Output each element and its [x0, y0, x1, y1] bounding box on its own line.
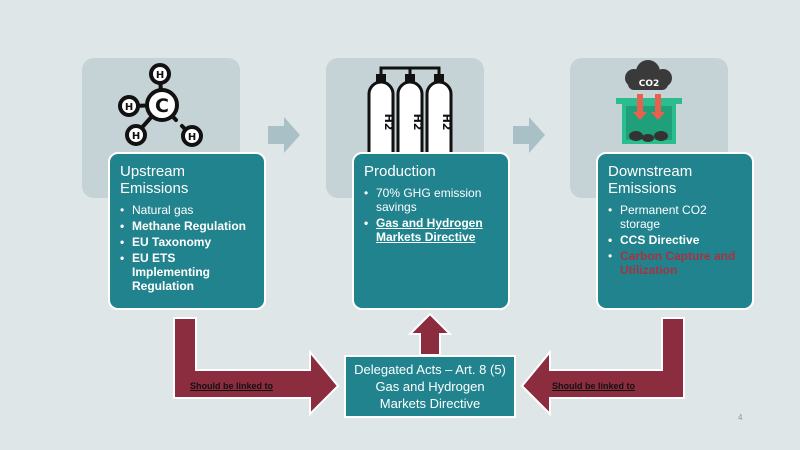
- production-list: 70% GHG emission savings Gas and Hydroge…: [364, 186, 498, 244]
- left-link-arrow: [173, 317, 340, 417]
- production-item-ghg-savings: 70% GHG emission savings: [364, 186, 498, 214]
- upstream-title: Upstream Emissions: [120, 163, 189, 197]
- upstream-item-methane-regulation: Methane Regulation: [120, 219, 254, 233]
- svg-text:H2: H2: [440, 114, 453, 131]
- carbon-storage-icon: CO2: [616, 60, 682, 144]
- svg-text:H: H: [125, 102, 133, 113]
- methane-molecule-icon: C H H H H: [118, 63, 203, 147]
- right-link-label: Should be linked to: [552, 381, 635, 391]
- right-link-arrow: [520, 317, 685, 417]
- delegated-acts-box: Delegated Acts – Art. 8 (5) Gas and Hydr…: [344, 355, 516, 418]
- page-number: 4: [738, 413, 743, 422]
- downstream-item-co2-storage: Permanent CO2 storage: [608, 203, 742, 231]
- svg-text:H2: H2: [382, 114, 395, 131]
- downstream-card: Downstream Emissions Permanent CO2 stora…: [596, 152, 754, 310]
- downstream-item-ccu: Carbon Capture and Utilization: [608, 249, 742, 277]
- production-card: Production 70% GHG emission savings Gas …: [352, 152, 510, 310]
- svg-text:CO2: CO2: [639, 79, 660, 89]
- downstream-title: Downstream Emissions: [608, 163, 693, 197]
- downstream-item-ccs-directive: CCS Directive: [608, 233, 742, 247]
- svg-text:H: H: [156, 70, 164, 81]
- production-title: Production: [364, 163, 436, 180]
- upstream-item-natural-gas: Natural gas: [120, 203, 254, 217]
- upstream-item-eu-taxonomy: EU Taxonomy: [120, 235, 254, 249]
- downstream-list: Permanent CO2 storage CCS Directive Carb…: [608, 203, 742, 277]
- upstream-list: Natural gas Methane Regulation EU Taxono…: [120, 203, 254, 293]
- up-link-arrow: [407, 312, 453, 356]
- upstream-card: Upstream Emissions Natural gas Methane R…: [108, 152, 266, 310]
- chevron-right-icon: [513, 117, 545, 153]
- upstream-item-eu-ets: EU ETS Implementing Regulation: [120, 251, 254, 293]
- production-item-gas-hydrogen-directive: Gas and Hydrogen Markets Directive: [364, 216, 498, 244]
- chevron-right-icon: [268, 117, 300, 153]
- svg-text:C: C: [155, 95, 169, 117]
- svg-text:H2: H2: [411, 114, 424, 131]
- svg-text:H: H: [188, 132, 196, 143]
- svg-text:H: H: [132, 131, 140, 142]
- left-link-label: Should be linked to: [190, 381, 273, 391]
